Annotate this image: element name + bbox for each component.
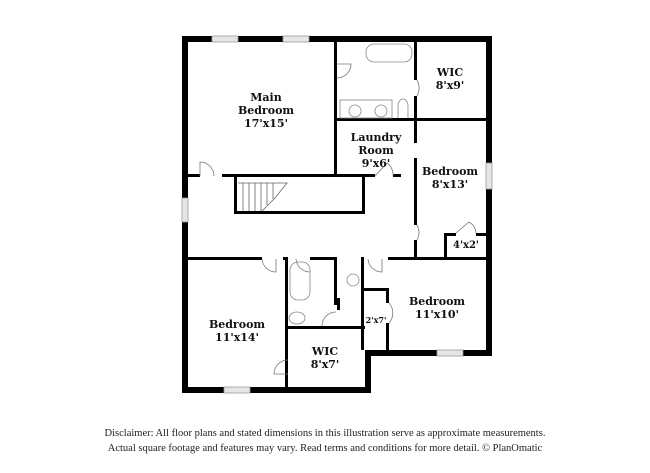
room-name: WIC	[311, 345, 339, 358]
bathtub-master	[365, 43, 413, 63]
disclaimer-line-2: Actual square footage and features may v…	[107, 443, 543, 454]
door-bedroom4	[261, 258, 277, 273]
disclaimer-line-1: Disclaimer: All floor plans and stated d…	[104, 428, 546, 439]
sink-1	[348, 104, 362, 118]
door-closet-2x7	[388, 302, 394, 324]
room-label-closet-2x7: 2'x7'	[366, 314, 387, 327]
room-dimensions: 17'x15'	[244, 117, 288, 130]
door-hall-bath	[295, 258, 311, 273]
window-top-1	[211, 35, 239, 43]
window-bottom-left	[223, 386, 251, 394]
room-dimensions: 11'x14'	[215, 331, 259, 344]
door-laundry	[374, 162, 394, 177]
room-name: Bedroom	[421, 165, 479, 178]
room-name: Bedroom	[237, 104, 295, 117]
room-name: WIC	[436, 66, 464, 79]
stairs	[238, 182, 288, 212]
room-name: Bedroom	[208, 318, 266, 331]
vanity-master	[339, 99, 393, 119]
room-dimensions: 2'x7'	[365, 315, 387, 325]
room-dimensions: 8'x13'	[431, 178, 469, 191]
room-label-laundry-room: Laundry Room 9'x6'	[351, 131, 402, 170]
room-label-main-bedroom: Main Bedroom 17'x15'	[238, 91, 294, 130]
door-closet-bath	[321, 311, 337, 327]
doors	[199, 63, 477, 375]
room-dimensions: 8'x7'	[310, 358, 340, 371]
window-left	[181, 197, 189, 223]
room-label-wic-main: WIC 8'x9'	[436, 66, 465, 92]
toilet-master	[397, 98, 409, 118]
disclaimer: Disclaimer: All floor plans and stated d…	[0, 426, 650, 456]
room-dimensions: 8'x9'	[435, 79, 465, 92]
door-wic-2	[273, 359, 289, 375]
sink-2	[374, 104, 388, 118]
room-name: Main	[250, 91, 282, 104]
room-label-bedroom-3: Bedroom 11'x10'	[409, 295, 465, 321]
window-bottom-right	[436, 349, 464, 357]
room-label-bedroom-4: Bedroom 11'x14'	[209, 318, 265, 344]
room-label-bedroom-2: Bedroom 8'x13'	[422, 165, 478, 191]
door-closet-4x2	[455, 221, 477, 234]
door-master-bath	[336, 63, 352, 79]
room-dimensions: 4'x2'	[452, 240, 480, 251]
window-right	[485, 162, 493, 190]
sink-hall	[346, 273, 360, 287]
room-dimensions: 11'x10'	[415, 308, 459, 321]
fixtures	[288, 43, 413, 325]
door-bedroom3	[367, 258, 383, 273]
room-name: Bedroom	[408, 295, 466, 308]
door-wic-main	[416, 79, 420, 97]
interior-walls	[188, 42, 486, 387]
door-bedroom2	[416, 224, 420, 241]
room-name: Room	[358, 144, 394, 157]
toilet-hall	[288, 311, 306, 325]
room-dimensions: 9'x6'	[361, 157, 391, 170]
room-name: Laundry	[350, 131, 402, 144]
room-label-wic-2: WIC 8'x7'	[311, 345, 340, 371]
bathtub-hall	[289, 261, 311, 301]
door-main-bedroom	[199, 161, 215, 177]
windows	[181, 35, 493, 394]
window-top-2	[282, 35, 310, 43]
room-label-closet-4x2: 4'x2'	[453, 239, 479, 252]
